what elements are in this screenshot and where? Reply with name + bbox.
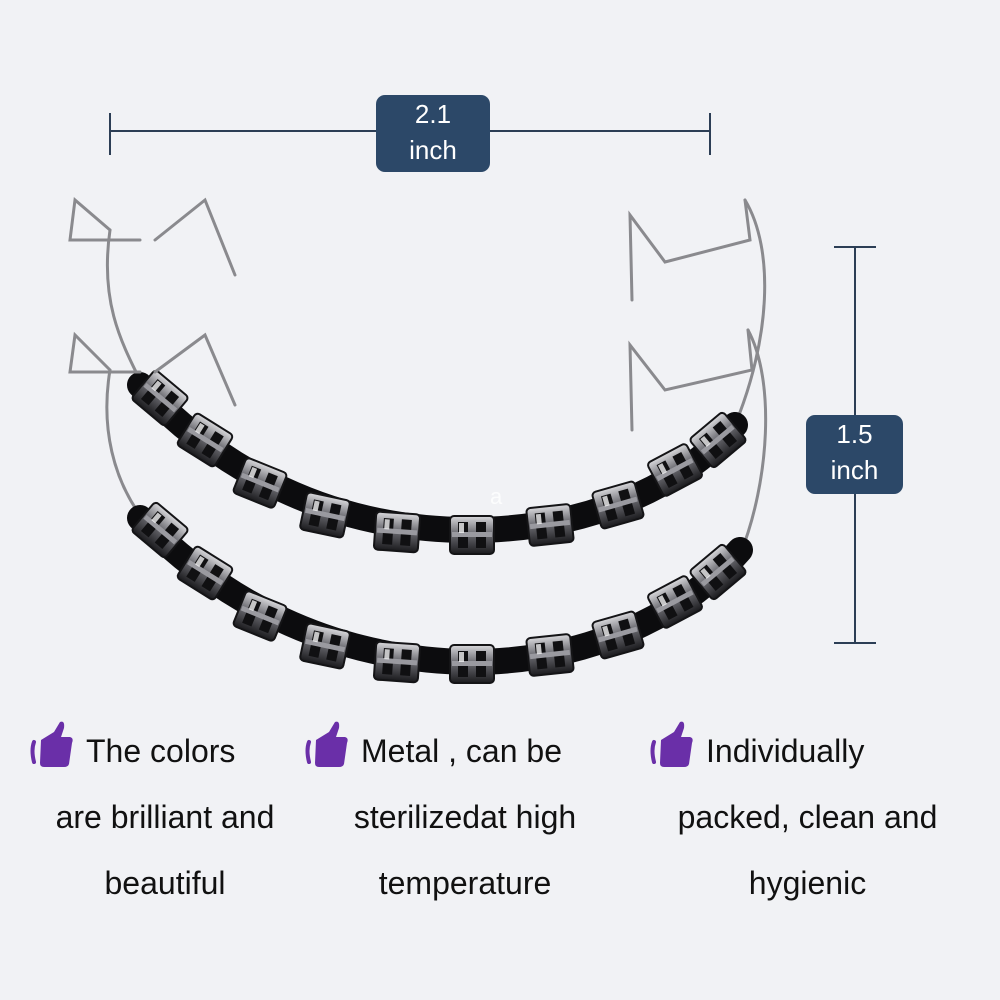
feature-text-line: beautiful bbox=[104, 865, 226, 901]
height-dimension-line bbox=[834, 246, 876, 644]
watermark-text: a bbox=[490, 484, 503, 509]
feature-first-line: The colors bbox=[30, 718, 300, 784]
lower-bracket-chain bbox=[127, 500, 753, 684]
feature-text-line: temperature bbox=[378, 865, 552, 901]
thumbs-up-icon bbox=[30, 721, 73, 767]
lower-arch-wire bbox=[68, 328, 768, 557]
thumbs-up-icon bbox=[650, 721, 693, 767]
feature-text-line: sterilizedat high bbox=[353, 799, 577, 835]
feature-text-line: The colors bbox=[86, 733, 236, 769]
feature-metal-sterilize: Metal , can be sterilizedat high tempera… bbox=[305, 718, 625, 916]
feature-text-line: Metal , can be bbox=[361, 733, 562, 769]
height-dimension-label: 1.5 inch bbox=[806, 415, 903, 494]
width-value: 2.1 bbox=[414, 99, 452, 129]
height-unit: inch bbox=[830, 455, 879, 485]
feature-text-line: packed, clean and bbox=[677, 799, 938, 835]
width-dimension-label: 2.1 inch bbox=[376, 95, 490, 172]
feature-first-line: Individually bbox=[650, 718, 965, 784]
feature-text-line: Individually bbox=[706, 733, 865, 769]
upper-bracket-chain bbox=[127, 368, 749, 555]
feature-individually-packed: Individually packed, clean and hygienic bbox=[650, 718, 965, 916]
width-dimension-line bbox=[109, 113, 711, 155]
feature-text-line: are brilliant and bbox=[55, 799, 275, 835]
width-unit: inch bbox=[409, 135, 457, 165]
thumbs-up-icon bbox=[305, 721, 348, 767]
feature-first-line: Metal , can be bbox=[305, 718, 625, 784]
height-value: 1.5 bbox=[836, 419, 873, 449]
feature-text-line: hygienic bbox=[748, 865, 867, 901]
feature-colors: The colors are brilliant and beautiful bbox=[30, 718, 300, 916]
upper-arch-wire bbox=[68, 197, 767, 427]
